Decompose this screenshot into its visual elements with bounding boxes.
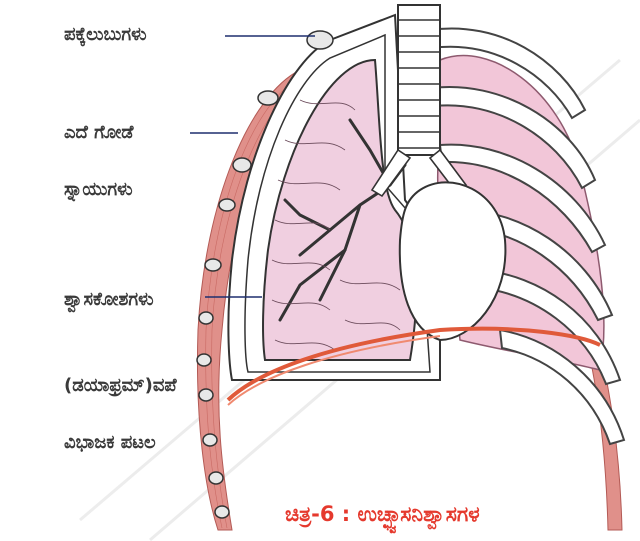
label-alveoli: ಶ್ವಾಸಕೋಶಗಳು	[64, 289, 154, 310]
figure-caption: ಚಿತ್ರ-6 : ಉಚ್ಛ್ವಾಸನಿಶ್ವಾಸಗಳ	[285, 502, 480, 527]
label-muscles: ಸ್ನಾಯುಗಳು	[64, 179, 133, 200]
label-ribs: ಪಕ್ಕೆಲುಬುಗಳು	[64, 24, 147, 45]
label-partition: ವಿಭಾಜಕ ಪಟಲ	[64, 432, 156, 453]
label-diaphragm: (ಡಯಾಫ್ರಮ್)ವಪೆ	[64, 375, 177, 396]
label-chest-wall: ಎದೆ ಗೋಡೆ	[64, 122, 133, 143]
